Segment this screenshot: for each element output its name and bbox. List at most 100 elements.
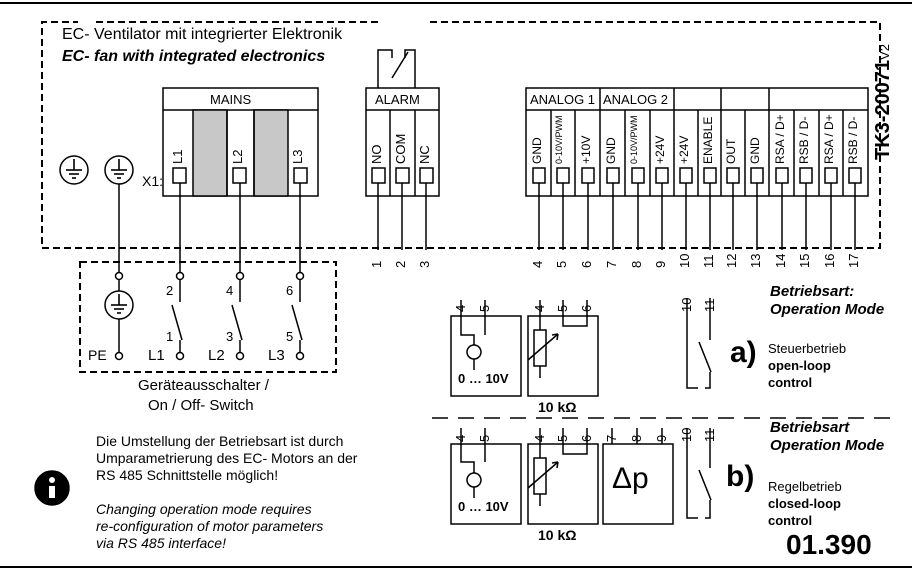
mode-b-pot-value: 10 kΩ <box>538 527 577 543</box>
mode-b-desc-en2: control <box>768 513 813 528</box>
switch-caption-de: Geräteausschalter / <box>138 377 269 394</box>
signal-pin-9: +24V <box>653 135 667 164</box>
signal-number-17: 17 <box>846 253 861 268</box>
signal-number-16: 16 <box>822 253 837 268</box>
mode-b-dp-pin-7: 7 <box>604 434 619 442</box>
switch-lower-number-5: 5 <box>286 329 294 344</box>
mode-b-pot-pin-4: 4 <box>532 434 547 442</box>
signal-number-5: 5 <box>554 260 569 268</box>
mains-pin-l1: L1 <box>170 149 185 164</box>
alarm-number-2: 2 <box>393 260 408 268</box>
switch-upper-number-6: 6 <box>286 283 294 298</box>
mode-b-pot-pin-6: 6 <box>579 434 594 442</box>
alarm-label: ALARM <box>375 92 420 107</box>
mode-a-desc-en2: control <box>768 375 813 390</box>
switch-upper-number-4: 4 <box>226 283 234 298</box>
signal-pin-10: +24V <box>677 135 691 164</box>
switch-line-l3: L3 <box>268 347 285 364</box>
alarm-pin-nc: NC <box>417 145 432 164</box>
signal-number-13: 13 <box>748 253 763 268</box>
signal-pin-14: RSA / D+ <box>773 114 787 164</box>
signal-pin-11: ENABLE <box>701 116 715 164</box>
doc-id: TK3-20071V2 <box>872 44 894 160</box>
mode-a-src-pin-4: 4 <box>453 304 468 312</box>
mode-a-letter: a) <box>730 336 757 369</box>
analog1-label: ANALOG 1 <box>530 92 596 107</box>
note-de-3: RS 485 Schnittstelle möglich! <box>96 467 279 483</box>
signal-pin-17: RSB / D- <box>846 116 860 164</box>
mode-b-pot-pin-5: 5 <box>555 434 570 442</box>
mode-a-src-pin-5: 5 <box>477 304 492 312</box>
mode-b-dp-pin-9: 9 <box>654 434 669 442</box>
note-en-3: via RS 485 interface! <box>96 535 226 551</box>
mode-a-desc-de: Steuerbetrieb <box>768 341 847 356</box>
mode-b-heading-en: Operation Mode <box>770 437 885 454</box>
mode-b-desc-en1: closed-loop <box>768 496 841 511</box>
signal-number-4: 4 <box>530 260 545 268</box>
footer-number: 01.390 <box>786 529 872 560</box>
signal-pin-16: RSA / D+ <box>822 114 836 164</box>
mode-a-sw-pin-10: 10 <box>679 297 694 312</box>
signal-pin-4: GND <box>530 137 544 164</box>
switch-line-l1: L1 <box>148 347 165 364</box>
alarm-pin-com: COM <box>393 133 408 164</box>
delta-p-label: Δp <box>612 462 649 495</box>
mode-b-heading-de: Betriebsart <box>770 419 850 436</box>
mode-b-dp-pin-8: 8 <box>629 434 644 442</box>
switch-upper-number-2: 2 <box>166 283 174 298</box>
note-en-1: Changing operation mode requires <box>96 501 312 517</box>
connector-label: X1: <box>142 173 164 189</box>
signal-number-7: 7 <box>604 260 619 268</box>
signal-pin-6: +10V <box>579 135 593 164</box>
title-en: EC- fan with integrated electronics <box>62 48 326 65</box>
mode-a-pot-pin-6: 6 <box>579 304 594 312</box>
signal-number-9: 9 <box>653 260 668 268</box>
mains-label: MAINS <box>210 92 252 107</box>
mode-a-heading-en: Operation Mode <box>770 301 885 318</box>
mode-b-range: 0 … 10V <box>458 499 509 514</box>
signal-pin-5: 0-10V/PWM <box>554 115 564 164</box>
note-en-2: re-configuration of motor parameters <box>96 518 324 534</box>
mode-b-sw-pin-11: 11 <box>702 428 717 443</box>
mode-a-range: 0 … 10V <box>458 371 509 386</box>
mode-a-heading-de: Betriebsart: <box>770 283 855 300</box>
signal-number-10: 10 <box>677 253 692 268</box>
note-de-1: Die Umstellung der Betriebsart ist durch <box>96 433 344 449</box>
signal-pin-13: GND <box>748 137 762 164</box>
switch-lower-number-3: 3 <box>226 329 234 344</box>
signal-number-6: 6 <box>579 260 594 268</box>
alarm-pin-no: NO <box>369 144 384 165</box>
mode-b-sw-pin-10: 10 <box>679 427 694 442</box>
signal-number-12: 12 <box>724 253 739 268</box>
signal-pin-8: 0-10V/PWM <box>629 115 639 164</box>
mains-pin-l2: L2 <box>230 149 245 164</box>
mode-a-pot-value: 10 kΩ <box>538 399 577 415</box>
switch-caption-en: On / Off- Switch <box>148 397 254 414</box>
mode-a-pot-pin-5: 5 <box>555 304 570 312</box>
mode-b-desc-de: Regelbetrieb <box>768 479 842 494</box>
mode-a-sw-pin-11: 11 <box>702 298 717 313</box>
signal-pin-7: GND <box>604 137 618 164</box>
switch-line-l2: L2 <box>208 347 225 364</box>
switch-lower-number-1: 1 <box>166 329 174 344</box>
mode-a-pot-pin-4: 4 <box>532 304 547 312</box>
mode-b-src-pin-4: 4 <box>453 434 468 442</box>
signal-pin-15: RSB / D- <box>797 116 811 164</box>
mains-pin-l3: L3 <box>290 149 305 164</box>
signal-pin-12: OUT <box>724 138 738 164</box>
signal-number-8: 8 <box>629 260 644 268</box>
alarm-number-3: 3 <box>417 260 432 268</box>
pe-label: PE <box>88 347 107 363</box>
mode-b-letter: b) <box>726 460 755 493</box>
title-de: EC- Ventilator mit integrierter Elektron… <box>62 26 343 43</box>
signal-number-15: 15 <box>797 253 812 268</box>
alarm-number-1: 1 <box>369 260 384 268</box>
analog2-label: ANALOG 2 <box>603 92 669 107</box>
info-icon <box>35 471 69 505</box>
mode-a-desc-en1: open-loop <box>768 358 831 373</box>
signal-number-14: 14 <box>773 253 788 268</box>
mode-b-src-pin-5: 5 <box>477 434 492 442</box>
note-de-2: Umparametrierung des EC- Motors an der <box>96 450 358 466</box>
